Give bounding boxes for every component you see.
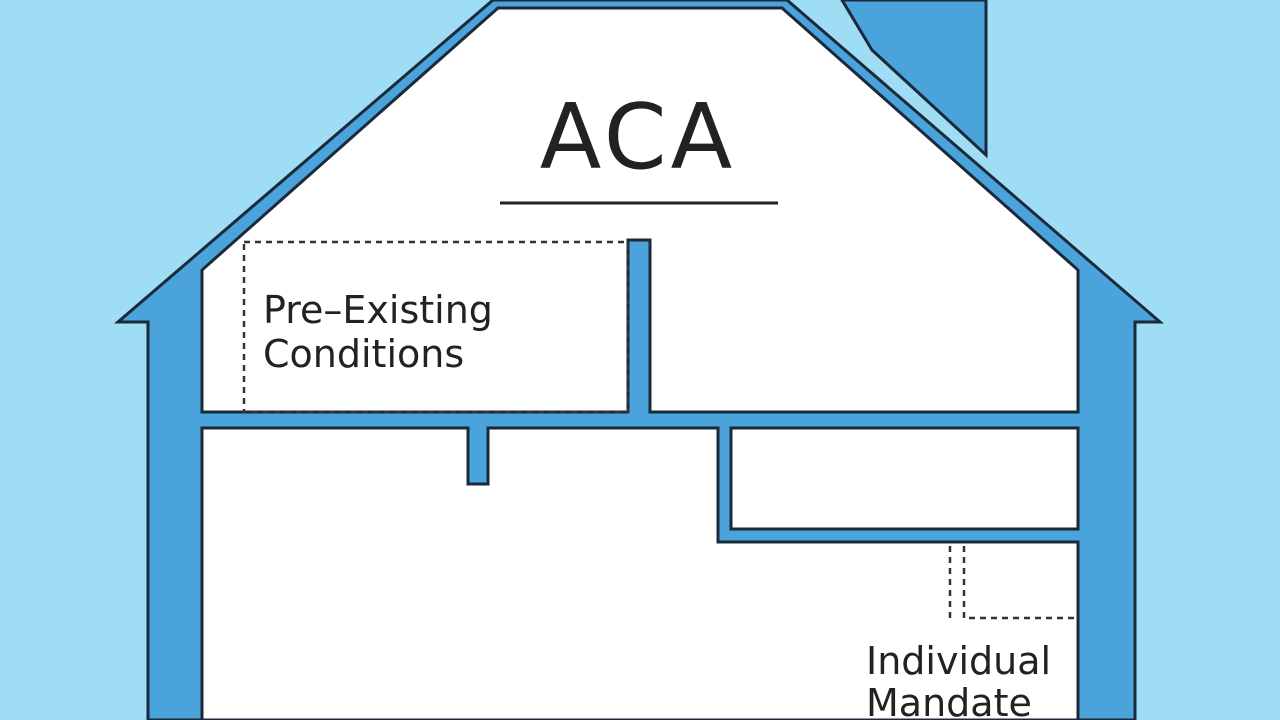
chimney: [840, 0, 988, 159]
pre-existing-conditions-label-line-1: Pre–Existing: [263, 288, 493, 332]
pre-existing-conditions-label-line-2: Conditions: [263, 332, 464, 376]
individual-mandate-label-line-1: Individual: [866, 639, 1051, 683]
individual-mandate-dashed-marks: [948, 546, 1076, 620]
pre-existing-conditions-box: [242, 240, 630, 414]
attic-room: [200, 6, 1080, 414]
lower-right-room: [729, 426, 1080, 531]
lower-left-room: [200, 426, 1080, 720]
individual-mandate-label-line-2: Mandate: [866, 681, 1032, 720]
house-title: ACA: [540, 85, 736, 190]
